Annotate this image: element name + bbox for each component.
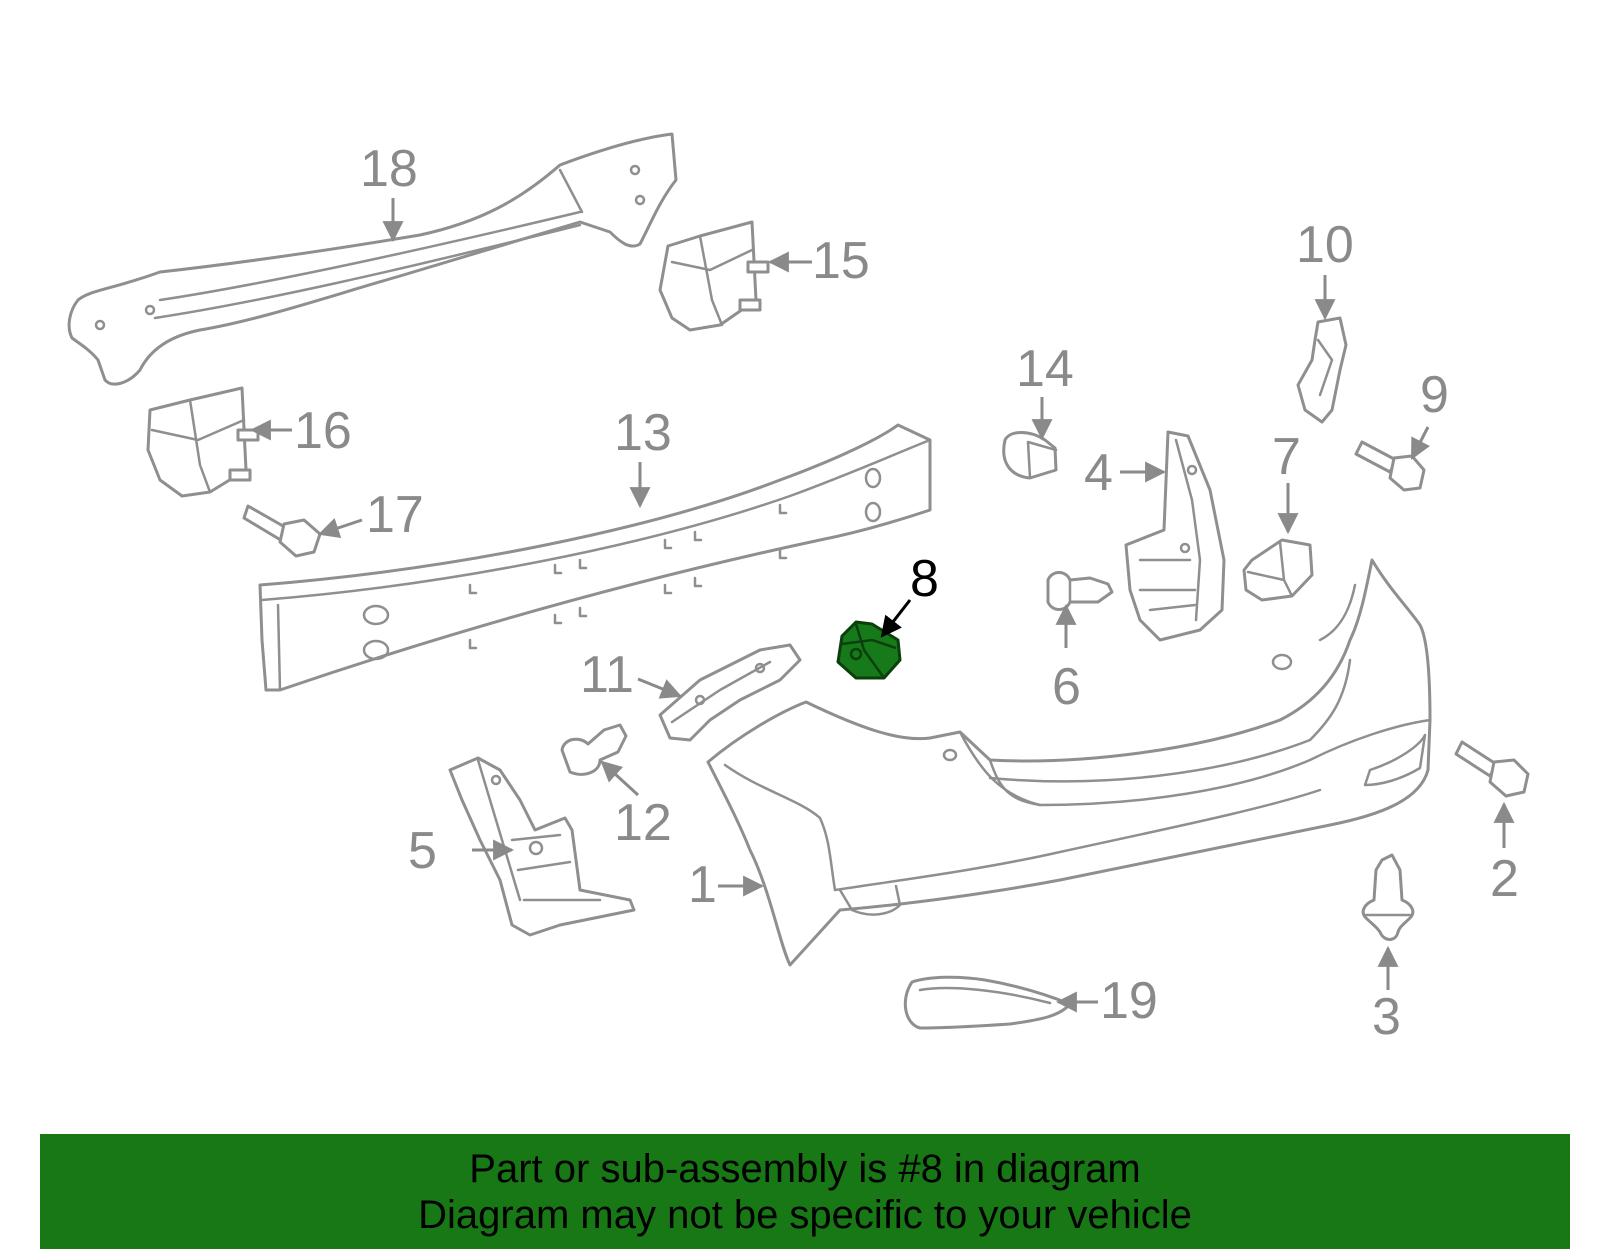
callout-4: 4 — [1084, 444, 1113, 502]
part-13-absorber — [258, 423, 932, 692]
part-9-bolt — [1354, 440, 1426, 492]
callout-6: 6 — [1052, 658, 1081, 716]
part-1-bumper-cover — [706, 558, 1432, 967]
part-8-highlighted[interactable] — [836, 620, 902, 680]
part-7-retainer — [1242, 538, 1314, 602]
part-14-nut — [1002, 431, 1058, 480]
part-16-bracket — [146, 386, 260, 498]
part-6-clip — [1046, 571, 1114, 611]
callout-13: 13 — [614, 404, 672, 462]
part-3-clip — [1361, 853, 1415, 941]
part-5-bracket — [448, 756, 636, 937]
callout-3: 3 — [1372, 988, 1401, 1046]
part-17-bolt — [242, 504, 322, 558]
callout-12: 12 — [614, 794, 672, 852]
callout-8: 8 — [910, 550, 939, 608]
callout-9: 9 — [1420, 366, 1449, 424]
banner-line-2: Diagram may not be specific to your vehi… — [418, 1193, 1192, 1237]
callout-18: 18 — [360, 140, 418, 198]
callout-arrows — [249, 198, 1515, 1013]
callout-19: 19 — [1100, 972, 1158, 1030]
banner-line-1: Part or sub-assembly is #8 in diagram — [469, 1147, 1141, 1191]
part-19-cover — [903, 975, 1072, 1030]
callout-16: 16 — [294, 402, 352, 460]
part-4-bracket — [1124, 430, 1226, 642]
callout-7: 7 — [1272, 428, 1301, 486]
callout-17: 17 — [366, 486, 424, 544]
callout-labels: 18 15 16 17 13 14 10 9 4 7 6 8 11 12 5 1… — [294, 140, 1519, 1046]
part-2-bolt — [1454, 740, 1530, 798]
callout-10: 10 — [1296, 216, 1354, 274]
part-18-reinforcement — [67, 132, 678, 386]
callout-1: 1 — [688, 856, 717, 914]
callout-11: 11 — [580, 646, 634, 704]
part-12-clip — [560, 723, 628, 776]
callout-15: 15 — [812, 232, 870, 290]
callout-2: 2 — [1490, 850, 1519, 908]
part-11-bracket — [658, 643, 802, 742]
callout-14: 14 — [1016, 340, 1074, 398]
part-10-bracket — [1296, 316, 1348, 424]
callout-5: 5 — [408, 822, 437, 880]
part-15-bracket — [658, 220, 770, 332]
info-banner: Part or sub-assembly is #8 in diagram Di… — [40, 1134, 1570, 1249]
